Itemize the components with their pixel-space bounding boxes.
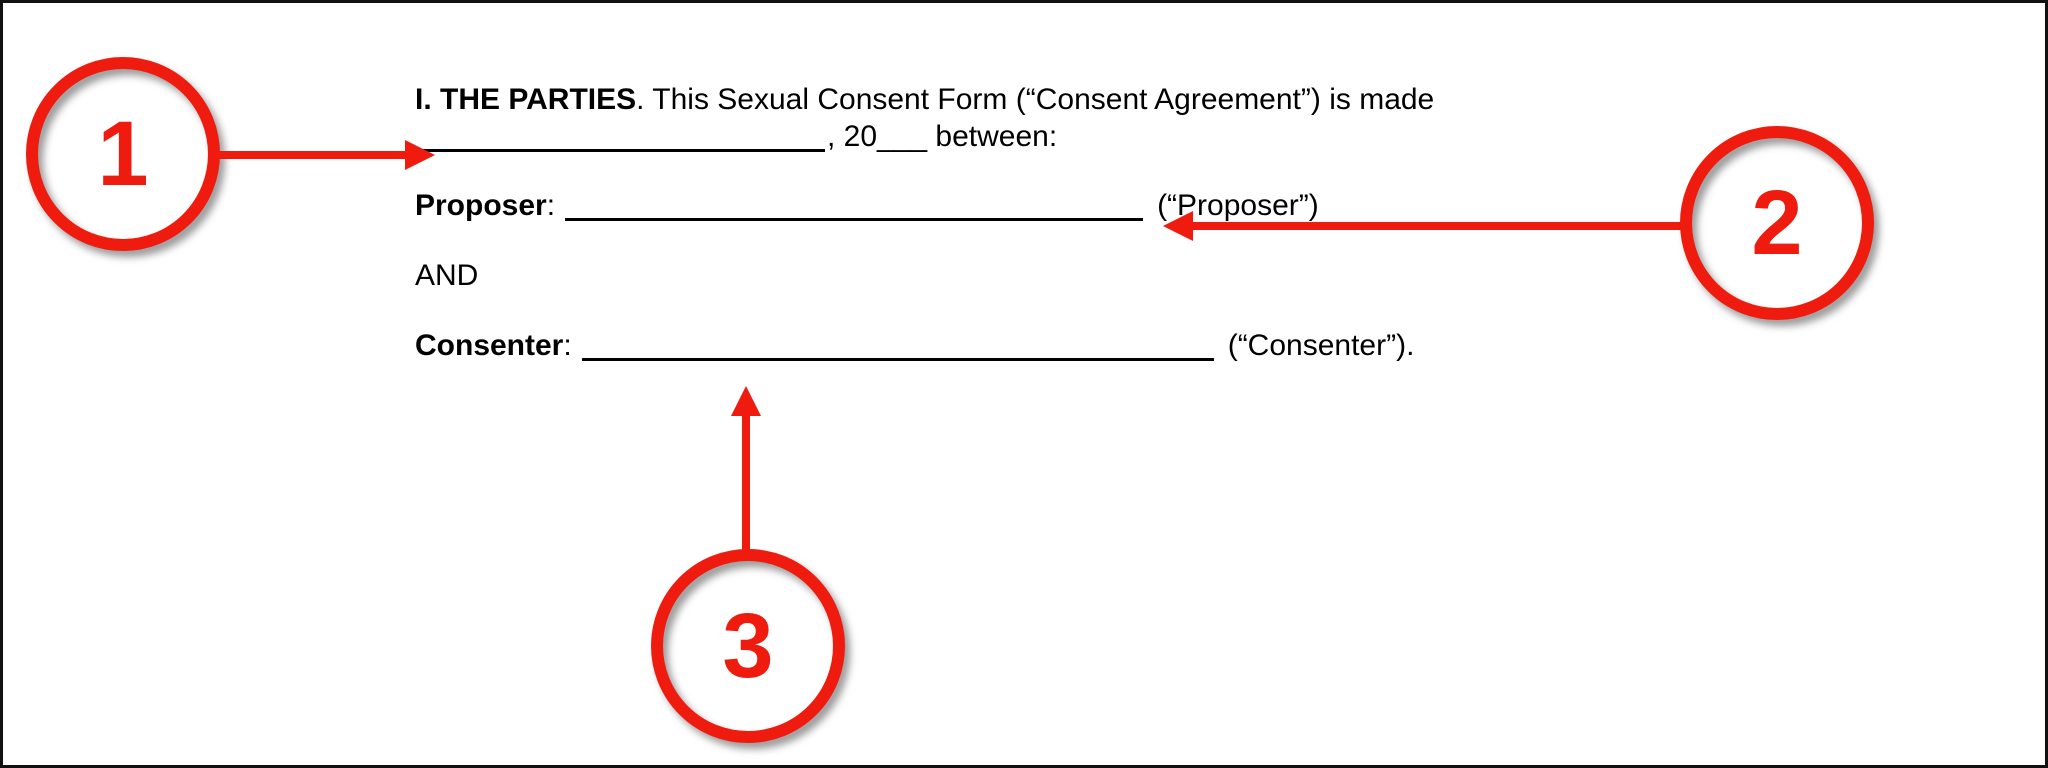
- consenter-label: Consenter: [415, 329, 564, 362]
- parties-intro-text: . This Sexual Consent Form (“Consent Agr…: [636, 83, 1435, 116]
- callout-3-number: 3: [722, 594, 774, 697]
- callout-2-arrow-left-icon: [1163, 211, 1193, 241]
- callout-1-arrow-line: [217, 151, 405, 159]
- proposer-colon: :: [546, 189, 556, 222]
- parties-paragraph: I. THE PARTIES. This Sexual Consent Form…: [415, 81, 1615, 155]
- callout-3-arrow-up-icon: [731, 386, 761, 416]
- callout-2-arrow-line: [1193, 222, 1681, 230]
- callout-3-arrow-line: [742, 415, 750, 551]
- callout-1: 1: [26, 57, 220, 251]
- proposer-name-field-blank: [565, 215, 1144, 221]
- callout-2: 2: [1680, 126, 1874, 320]
- conjunction-text: AND: [415, 259, 479, 292]
- date-field-blank: [415, 146, 825, 152]
- date-suffix-text: , 20___ between:: [827, 120, 1058, 153]
- parties-heading: I. THE PARTIES: [415, 83, 637, 116]
- proposer-line: Proposer:(“Proposer”): [415, 187, 1615, 224]
- proposer-label: Proposer: [415, 189, 547, 222]
- consenter-colon: :: [563, 329, 572, 362]
- callout-3: 3: [651, 549, 845, 743]
- conjunction-line: AND: [415, 257, 1615, 294]
- consenter-paren-text: (“Consenter”).: [1227, 329, 1415, 362]
- callout-2-number: 2: [1751, 171, 1803, 274]
- callout-1-arrow-right-icon: [405, 140, 435, 170]
- callout-1-number: 1: [97, 102, 149, 205]
- consenter-line: Consenter: (“Consenter”).: [415, 327, 1615, 364]
- consenter-name-field-blank: [581, 355, 1214, 361]
